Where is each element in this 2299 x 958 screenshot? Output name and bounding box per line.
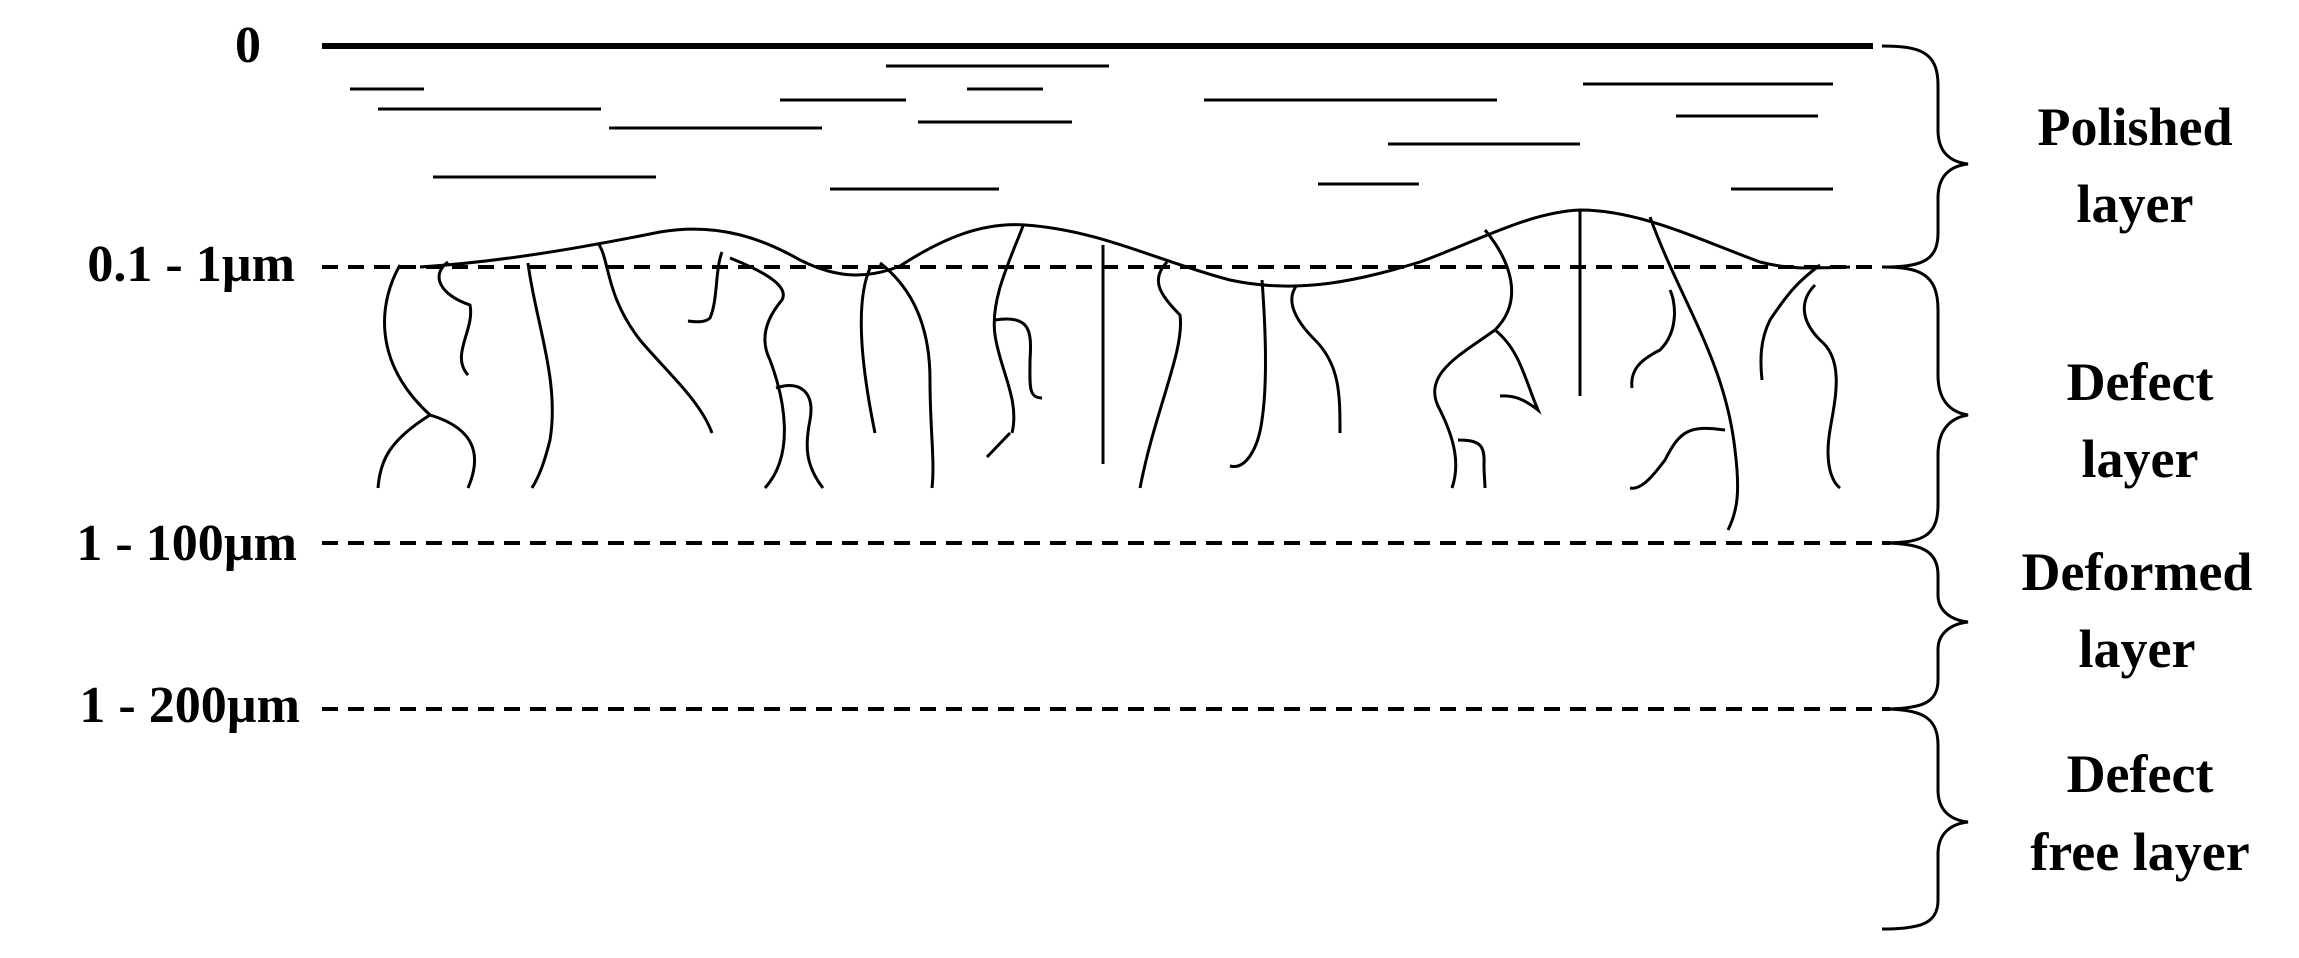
defect-cracks (376, 210, 1842, 531)
crack (1648, 216, 1740, 531)
layer-label-defect-free-line1: Defect (2067, 744, 2214, 804)
crack (1630, 289, 1676, 389)
crack (879, 261, 935, 489)
depth-label-deformed-bottom: 1 - 200µm (79, 677, 300, 734)
interface-curve (419, 208, 1851, 288)
layer-labels: Polished layer Defect layer Deformed lay… (2022, 97, 2253, 882)
brace-defect-free (1881, 707, 1969, 931)
crack (1759, 263, 1821, 381)
polished-scratches (350, 64, 1833, 191)
layer-label-polished-line1: Polished (2037, 97, 2232, 157)
crack (1494, 328, 1542, 415)
crack (1802, 283, 1842, 490)
crack (859, 267, 877, 434)
depth-label-defect-bottom: 1 - 100µm (76, 515, 297, 572)
layer-label-defect-free-line2: free layer (2030, 822, 2249, 882)
brace-defect (1881, 265, 1969, 545)
layer-label-polished-line2: layer (2077, 174, 2194, 234)
crack (596, 242, 714, 434)
crack (687, 251, 724, 324)
crack (1290, 284, 1342, 434)
brace-polished (1881, 44, 1969, 269)
crack (775, 384, 825, 489)
crack (985, 431, 1012, 459)
crack (1138, 260, 1183, 489)
crack (1629, 426, 1726, 490)
crack (992, 225, 1025, 434)
crack (526, 262, 554, 489)
layer-label-defect-line2: layer (2082, 429, 2199, 489)
crack (376, 264, 433, 489)
depth-label-polished-bottom: 0.1 - 1µm (87, 236, 295, 293)
crack (729, 256, 786, 490)
crack (429, 413, 477, 489)
boundary-lines (322, 265, 1890, 711)
crack (1457, 438, 1487, 489)
layer-braces (1881, 44, 1969, 931)
crack (1229, 279, 1267, 468)
layer-label-deformed-line1: Deformed (2022, 542, 2253, 602)
crack (437, 260, 473, 377)
depth-label-surface: 0 (235, 17, 261, 74)
layer-label-defect-line1: Defect (2067, 352, 2214, 412)
layer-label-deformed-line2: layer (2079, 619, 2196, 679)
crack (1433, 229, 1514, 489)
crack (994, 317, 1043, 400)
brace-deformed (1881, 541, 1969, 711)
